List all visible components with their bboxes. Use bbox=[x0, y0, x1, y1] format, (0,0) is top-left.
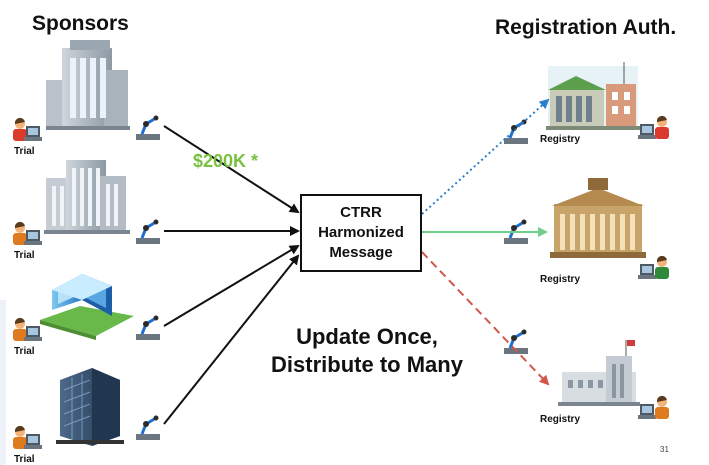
robot-arm-icon bbox=[136, 415, 160, 440]
person-at-computer-icon bbox=[638, 115, 669, 139]
arrow-ctrr-to-registry1 bbox=[421, 98, 550, 215]
robot-arm-icon bbox=[136, 219, 160, 244]
ctrr-box-line1: CTRR bbox=[340, 204, 382, 221]
person-at-computer-icon bbox=[638, 255, 669, 279]
grey-glass-office-building-icon bbox=[46, 40, 130, 130]
robot-arm-icon bbox=[136, 315, 160, 340]
tagline-line1: Update Once, bbox=[296, 324, 438, 349]
tagline: Update Once, Distribute to Many bbox=[252, 323, 482, 379]
classical-columned-building-icon bbox=[550, 178, 646, 258]
left-edge-accent bbox=[0, 300, 6, 465]
person-at-computer-icon bbox=[13, 117, 42, 141]
arrow-ctrr-to-registry3 bbox=[421, 251, 550, 386]
dark-glass-tower-icon bbox=[56, 368, 124, 446]
grey-office-towers-icon bbox=[44, 160, 130, 234]
registry-label: Registry bbox=[540, 134, 581, 145]
ctrr-harmonized-message-box: CTRR Harmonized Message bbox=[300, 194, 422, 272]
person-at-computer-icon bbox=[13, 317, 42, 341]
robot-arm-icon bbox=[504, 219, 528, 244]
cost-label: $200K * bbox=[193, 151, 259, 171]
registry-label: Registry bbox=[540, 274, 581, 285]
arrow-sponsor4-to-ctrr bbox=[163, 254, 300, 425]
person-at-computer-icon bbox=[13, 425, 42, 449]
sponsors-heading: Sponsors bbox=[32, 12, 129, 35]
registration-heading: Registration Auth. bbox=[495, 16, 677, 39]
colorful-civic-building-icon bbox=[546, 62, 640, 130]
page-number: 31 bbox=[660, 445, 669, 454]
person-at-computer-icon bbox=[638, 395, 669, 419]
arrow-sponsor3-to-ctrr bbox=[163, 244, 300, 327]
robot-arm-icon bbox=[504, 119, 528, 144]
robot-arm-icon bbox=[136, 115, 160, 140]
blue-glass-building-on-lawn-icon bbox=[40, 274, 134, 340]
trial-label: Trial bbox=[14, 454, 35, 465]
ctrr-box-line2: Harmonized bbox=[318, 224, 404, 241]
trial-label: Trial bbox=[14, 146, 35, 157]
person-at-computer-icon bbox=[13, 221, 42, 245]
grey-factory-building-icon bbox=[558, 340, 640, 406]
arrow-sponsor1-to-ctrr bbox=[163, 125, 300, 214]
trial-label: Trial bbox=[14, 250, 35, 261]
tagline-line2: Distribute to Many bbox=[271, 352, 463, 377]
trial-label: Trial bbox=[14, 346, 35, 357]
registry-label: Registry bbox=[540, 414, 581, 425]
ctrr-box-line3: Message bbox=[329, 244, 393, 261]
